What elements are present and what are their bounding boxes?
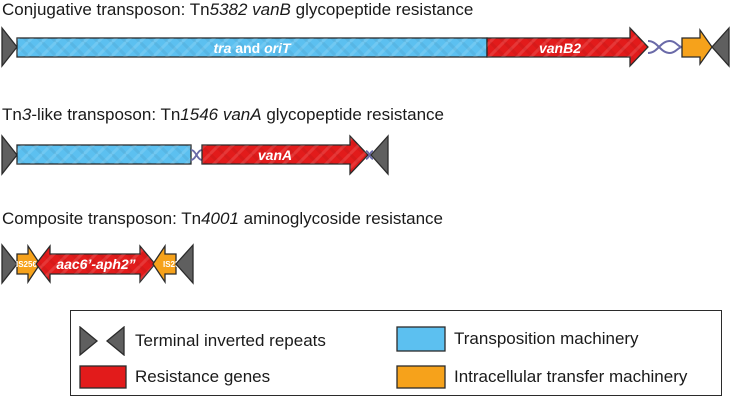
legend-item-resistance: Resistance genes [79, 365, 270, 389]
legend-resistance-label: Resistance genes [135, 367, 271, 386]
transposition-swatch-icon [396, 326, 446, 352]
dna-twist-icon [190, 149, 203, 161]
vanb2-label: vanB2 [539, 40, 581, 56]
aac6-aph2-label: aac6’-aph2” [56, 256, 135, 272]
tra-orit-texture [17, 38, 487, 57]
resistance-swatch-icon [79, 365, 127, 389]
vanb2-texture [487, 28, 648, 66]
legend-item-tir: Terminal inverted repeats [79, 326, 326, 356]
is256-left-label: IS256 [16, 260, 37, 269]
tn4001-title: Composite transposon: Tn4001 aminoglycos… [2, 209, 443, 229]
legend-transposition-label: Transposition machinery [454, 329, 639, 348]
aac6-aph2-texture [36, 246, 155, 282]
tn5382-title-name: 5382 vanB [209, 0, 291, 19]
tn5382-title-prefix: Conjugative transposon: Tn [2, 0, 210, 19]
dna-twist-icon [365, 150, 374, 160]
tn1546-title: Tn3-like transposon: Tn1546 vanA glycope… [2, 105, 444, 125]
transposition-texture [17, 145, 191, 164]
tir-left-icon [1, 243, 18, 285]
tn4001-title-name: 4001 [201, 209, 239, 228]
vana-label: vanA [258, 147, 292, 163]
dna-twist-icon [647, 39, 683, 55]
legend-item-transposition: Transposition machinery [396, 326, 639, 352]
tn5382-title-suffix: glycopeptide resistance [290, 0, 474, 19]
legend-item-transfer: Intracellular transfer machinery [396, 365, 687, 389]
tir-left-icon [1, 134, 18, 176]
transposon-diagrams: tra and oriT vanB2 vanA IS256 [1, 26, 730, 285]
tn4001-map: IS256 aac6’-aph2” IS256 [1, 243, 194, 285]
tn1546-title-mid: -like transposon: Tn [31, 105, 181, 124]
tir-right-icon [711, 26, 730, 68]
tn1546-title-prefix: Tn [2, 105, 22, 124]
tir-right-icon [370, 134, 389, 176]
transfer-swatch-icon [396, 365, 446, 389]
vana-texture [202, 136, 368, 174]
tn1546-title-suffix: glycopeptide resistance [261, 105, 444, 124]
is256-right-label: IS256 [163, 260, 184, 269]
tn1546-map: vanA [1, 134, 389, 176]
tn5382-title: Conjugative transposon: Tn5382 vanB glyc… [2, 0, 473, 20]
legend-transfer-label: Intracellular transfer machinery [454, 367, 688, 386]
tn1546-title-name: 1546 vanA [180, 105, 262, 124]
tir-right-icon [175, 243, 194, 285]
legend-tir-label: Terminal inverted repeats [135, 331, 326, 350]
is256-left-arrow [16, 243, 41, 285]
tra-orit-label: tra and oriT [213, 40, 291, 56]
tir-left-icon [1, 26, 18, 68]
legend: Terminal inverted repeats Transposition … [70, 310, 722, 396]
tir-icon [79, 326, 125, 356]
is256-right-arrow [152, 243, 177, 285]
tn5382-map: tra and oriT vanB2 [1, 26, 730, 68]
tn4001-title-prefix: Composite transposon: Tn [2, 209, 202, 228]
tn1546-title-tn3: 3 [21, 105, 32, 124]
transfer-arrow [681, 27, 713, 67]
tn4001-title-suffix: aminoglycoside resistance [238, 209, 444, 228]
